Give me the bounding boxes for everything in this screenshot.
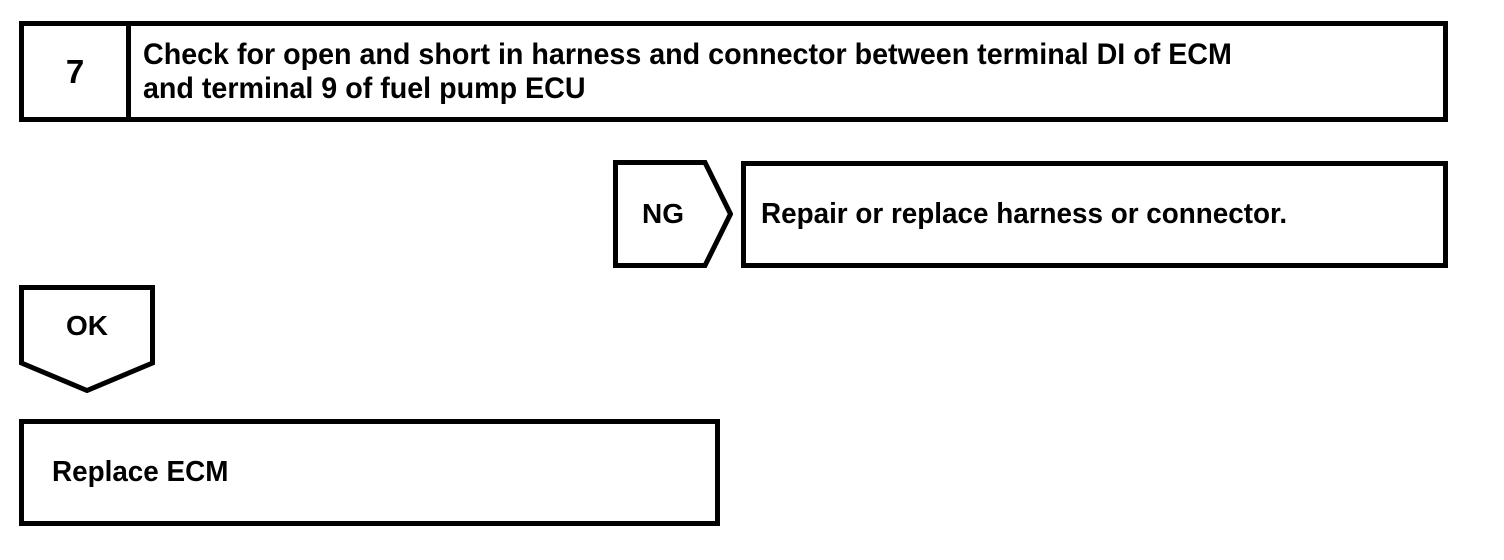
step-number-label: 7 [65,53,85,90]
step-description-label: Check for open and short in harness and … [143,37,1232,105]
step-description-cell: Check for open and short in harness and … [131,26,1443,117]
step-header-box: 7 Check for open and short in harness an… [19,21,1448,122]
repair-or-replace-box: Repair or replace harness or connector. [741,161,1448,268]
replace-ecm-box: Replace ECM [19,419,720,526]
ng-branch-pentagon [613,160,733,268]
repair-or-replace-label: Repair or replace harness or connector. [761,197,1288,230]
step-number-cell: 7 [24,26,131,117]
ok-branch-pentagon [19,285,155,393]
replace-ecm-label: Replace ECM [52,455,229,488]
